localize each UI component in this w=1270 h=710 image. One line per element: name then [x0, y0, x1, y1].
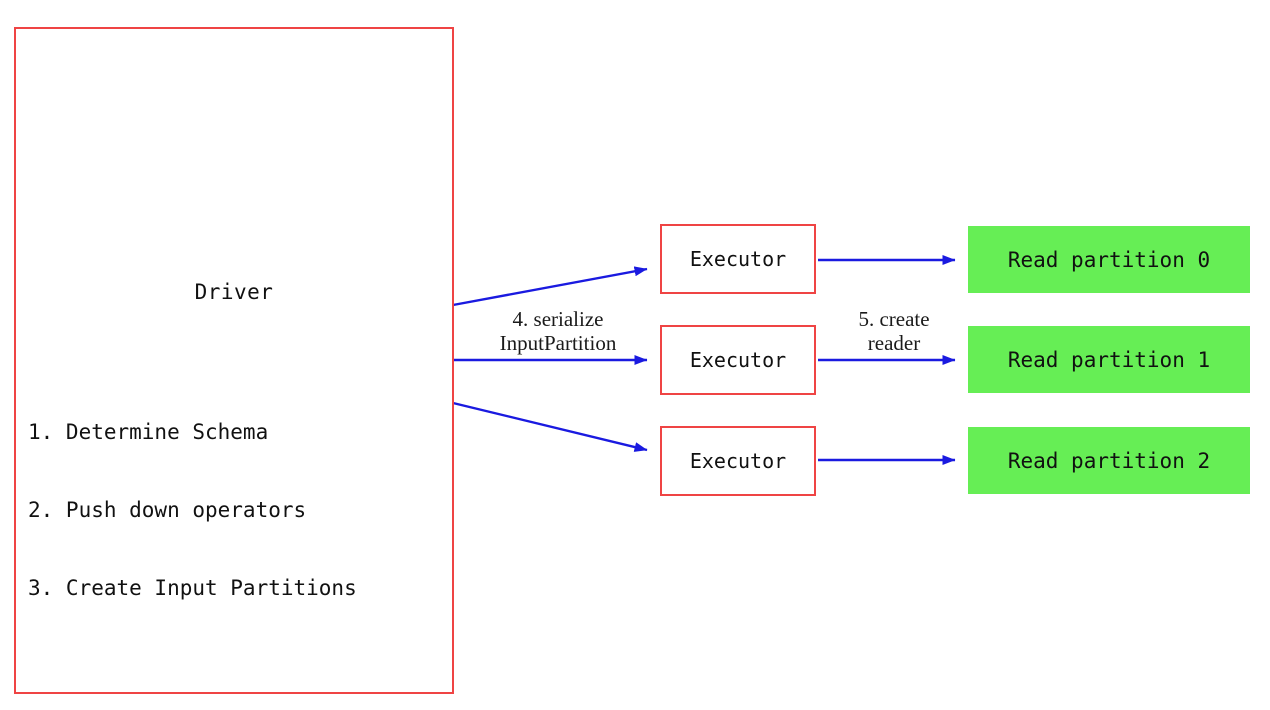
executor-box-2: Executor — [660, 426, 816, 496]
executor-label-1: Executor — [689, 348, 787, 372]
edge-label-create-reader-line1: 5. create — [858, 307, 930, 331]
executor-box-1: Executor — [660, 325, 816, 395]
partition-box-0: Read partition 0 — [968, 226, 1250, 293]
executor-label-2: Executor — [689, 449, 787, 473]
partition-box-2: Read partition 2 — [968, 427, 1250, 494]
partition-label-0: Read partition 0 — [1007, 247, 1211, 272]
partition-box-1: Read partition 1 — [968, 326, 1250, 393]
edge-label-serialize-line2: InputPartition — [499, 331, 617, 355]
executor-box-0: Executor — [660, 224, 816, 294]
driver-title: Driver — [194, 280, 274, 304]
executor-label-0: Executor — [689, 247, 787, 271]
edge-label-create-reader: 5. create reader — [836, 307, 952, 355]
driver-step-2: 2. Push down operators — [28, 498, 307, 522]
driver-step-3: 3. Create Input Partitions — [28, 576, 357, 600]
driver-step-1: 1. Determine Schema — [28, 420, 269, 444]
arrow-driver-to-executor-2 — [452, 401, 648, 452]
driver-box: Driver 1. Determine Schema 2. Push down … — [14, 27, 454, 694]
edge-label-serialize: 4. serialize InputPartition — [478, 307, 638, 355]
driver-steps: 1. Determine Schema 2. Push down operato… — [28, 367, 357, 653]
edge-label-create-reader-line2: reader — [867, 331, 921, 355]
partition-label-1: Read partition 1 — [1007, 347, 1211, 372]
arrow-driver-to-executor-0 — [452, 266, 648, 307]
edge-label-serialize-line1: 4. serialize — [512, 307, 604, 331]
partition-label-2: Read partition 2 — [1007, 448, 1211, 473]
